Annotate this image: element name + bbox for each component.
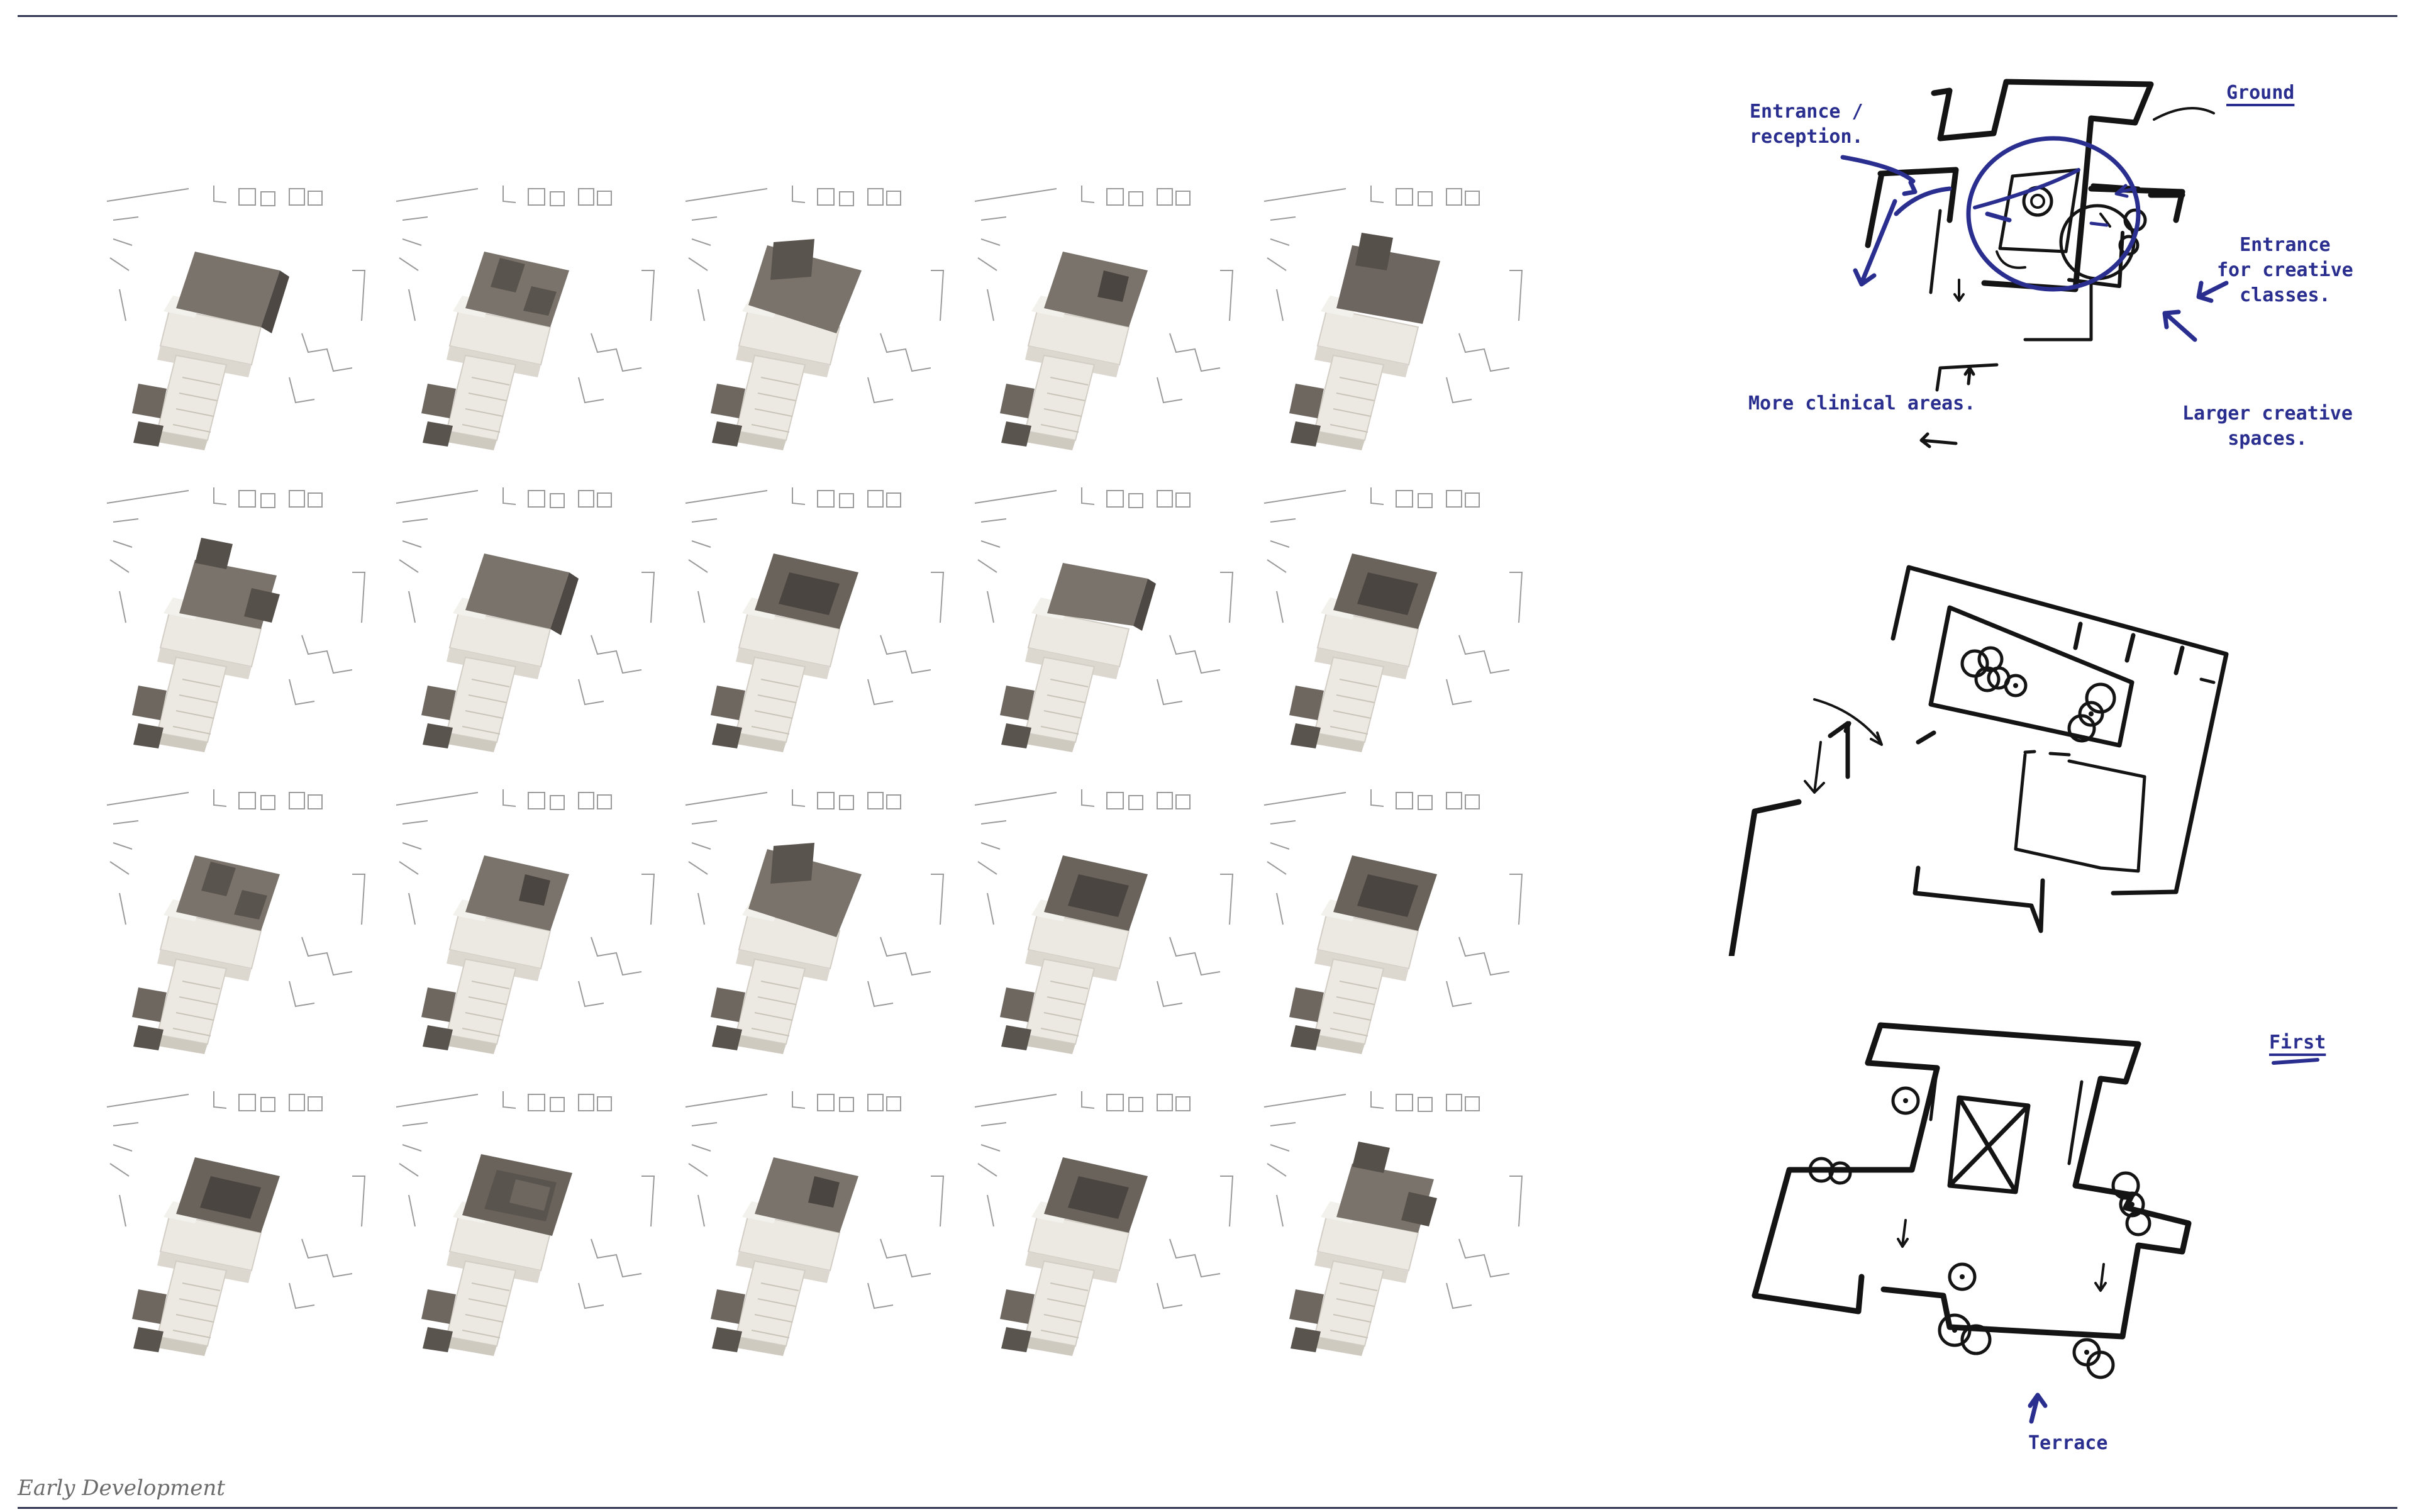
massing-model-photo: [390, 478, 667, 755]
massing-model-photo: [101, 176, 377, 453]
annotation-label: Larger creative spaces.: [2182, 403, 2353, 450]
page-footer-title: Early Development: [18, 1476, 225, 1501]
massing-model-photo: [101, 478, 377, 755]
top-rule: [18, 15, 2397, 17]
massing-model-photo: [969, 1082, 1245, 1359]
massing-model-grid: [101, 176, 1523, 1359]
massing-model-photo: [1258, 1082, 1535, 1359]
annotation-label: Entrance for creative classes.: [2217, 234, 2353, 306]
annotation-label: Terrace: [2028, 1432, 2108, 1454]
massing-model-photo: [679, 1082, 956, 1359]
annotation-label: Entrance / reception.: [1750, 101, 1863, 148]
sketch-heading: First: [2269, 1031, 2326, 1053]
massing-model-photo: [1258, 176, 1535, 453]
massing-model-photo: [1258, 478, 1535, 755]
massing-model-photo: [390, 780, 667, 1057]
massing-model-photo: [390, 1082, 667, 1359]
massing-model-photo: [969, 478, 1245, 755]
bottom-rule: [18, 1507, 2397, 1509]
annotation-label: More clinical areas.: [1748, 392, 1976, 414]
massing-model-photo: [679, 176, 956, 453]
massing-model-photo: [101, 780, 377, 1057]
massing-model-photo: [390, 176, 667, 453]
massing-model-photo: [969, 780, 1245, 1057]
massing-model-photo: [679, 780, 956, 1057]
first-floor-sketch: First Terrace: [1698, 1013, 2340, 1465]
massing-model-photo: [679, 478, 956, 755]
massing-model-photo: [969, 176, 1245, 453]
massing-model-photo: [101, 1082, 377, 1359]
massing-model-photo: [1258, 780, 1535, 1057]
ground-floor-sketch: Ground Entrance / reception. Entrance fo…: [1748, 63, 2353, 491]
sketch-heading: Ground: [2226, 82, 2295, 104]
intermediate-floor-sketch: [1698, 553, 2277, 956]
